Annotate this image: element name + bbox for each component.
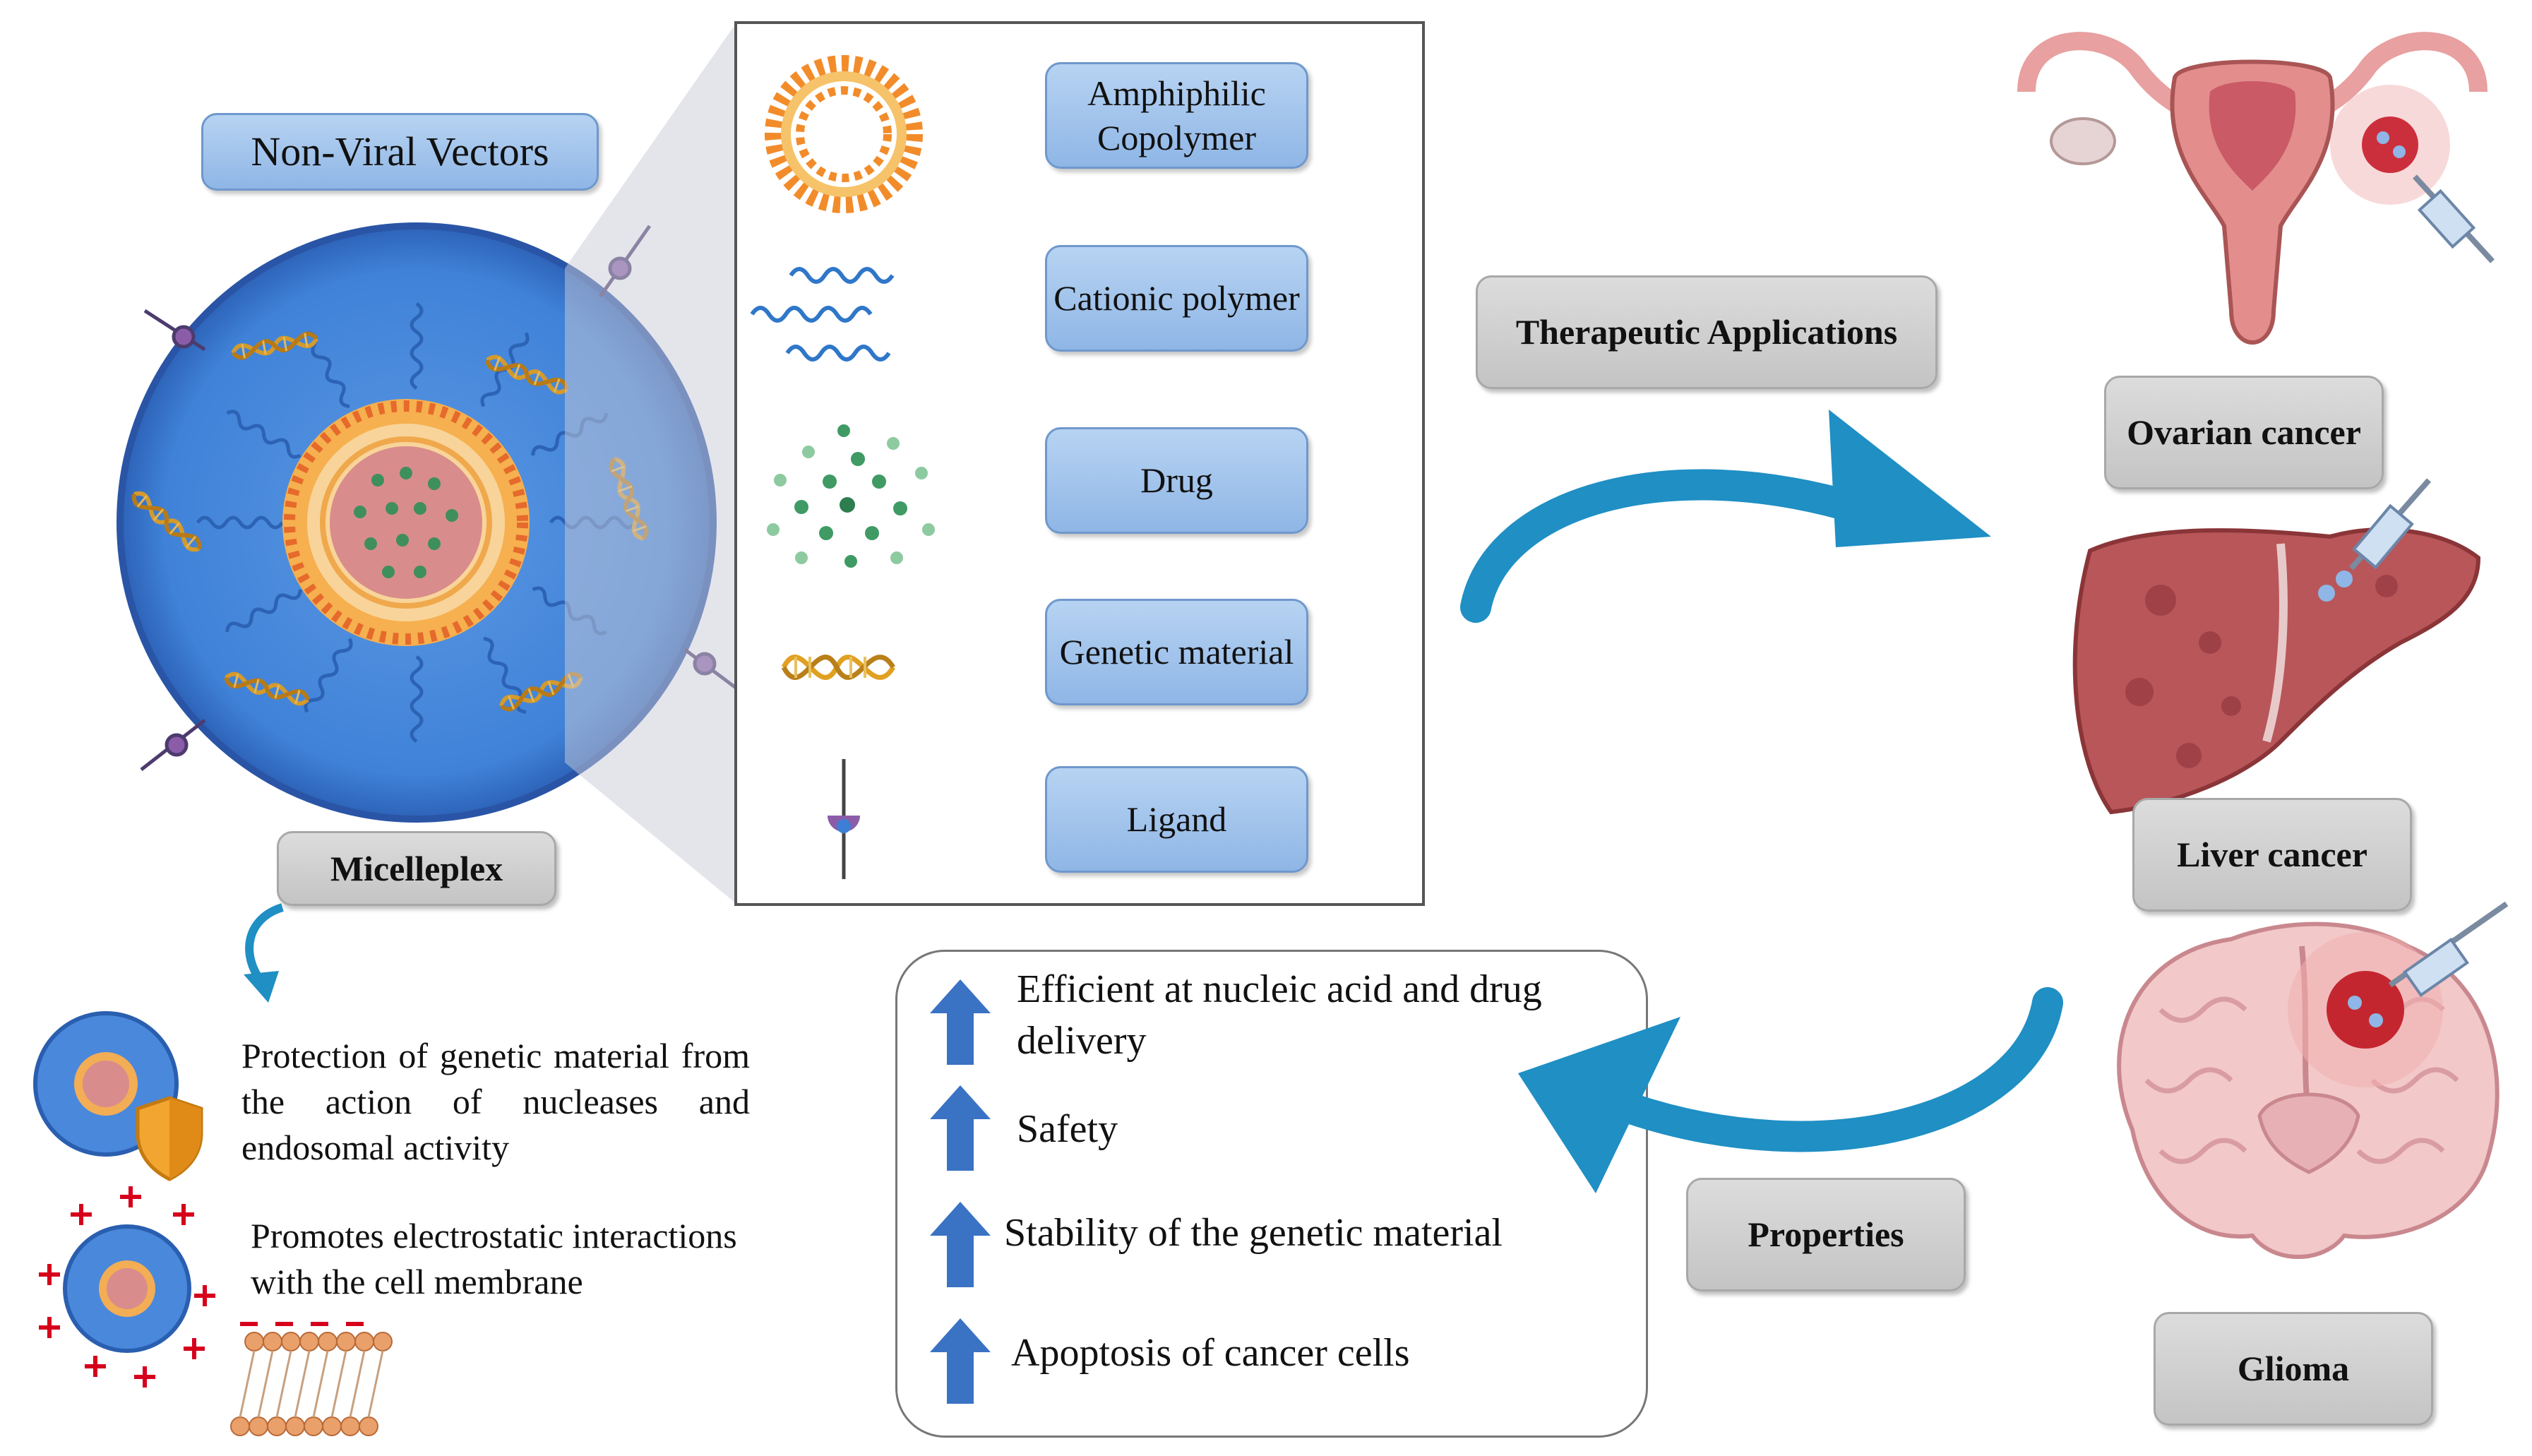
up-arrow-icon: [930, 1318, 991, 1404]
component-label-amphiphilic-copolymer: Amphiphilic Copolymer: [1045, 62, 1308, 169]
up-arrow-icon: [930, 1202, 991, 1287]
ovarian-cancer-label: Ovarian cancer: [2104, 376, 2384, 489]
glioma-label: Glioma: [2154, 1312, 2433, 1426]
property-item: Stability of the genetic material: [1004, 1211, 1503, 1255]
properties-panel: [895, 950, 1648, 1438]
drug-dots-icon: [767, 424, 935, 568]
ligand-icon: [828, 759, 860, 879]
liposome-ring-icon: [765, 55, 923, 213]
component-label-cationic-polymer: Cationic polymer: [1045, 245, 1308, 352]
feature-protection-text: Protection of genetic material from the …: [241, 1036, 750, 1167]
non-viral-vectors-title: Non-Viral Vectors: [201, 113, 599, 191]
wavy-polymer-icon: [750, 267, 895, 362]
property-item: Efficient at nucleic acid and drug deliv…: [1017, 967, 1542, 1063]
therapeutic-applications-label: Therapeutic Applications: [1476, 275, 1937, 389]
feature-electrostatic-text: Promotes electrostatic interactions with…: [251, 1216, 737, 1301]
uterus-ovary-icon: [2017, 32, 2495, 345]
shield-micelle-icon: [33, 1011, 203, 1181]
component-label-drug: Drug: [1045, 427, 1308, 534]
up-arrow-icon: [930, 979, 991, 1065]
property-item: Apoptosis of cancer cells: [1011, 1331, 1410, 1375]
liver-cancer-label: Liver cancer: [2132, 798, 2412, 912]
up-arrow-icon: [930, 1085, 991, 1171]
curved-arrow-down-icon: [244, 903, 284, 1003]
dna-helix-icon: [781, 655, 895, 680]
component-label-genetic-material: Genetic material: [1045, 599, 1308, 705]
charged-micelle-membrane-icon: [39, 1186, 393, 1436]
micelleplex-label: Micelleplex: [277, 831, 556, 906]
properties-label: Properties: [1686, 1178, 1966, 1291]
title-text: Non-Viral Vectors: [251, 128, 549, 174]
property-item: Safety: [1017, 1107, 1118, 1151]
curved-arrow-right-icon: [1460, 410, 1991, 623]
component-label-ligand: Ligand: [1045, 766, 1308, 873]
curved-arrow-left-icon: [1518, 987, 2063, 1193]
liver-icon: [2072, 478, 2481, 815]
brain-icon: [2117, 901, 2509, 1259]
